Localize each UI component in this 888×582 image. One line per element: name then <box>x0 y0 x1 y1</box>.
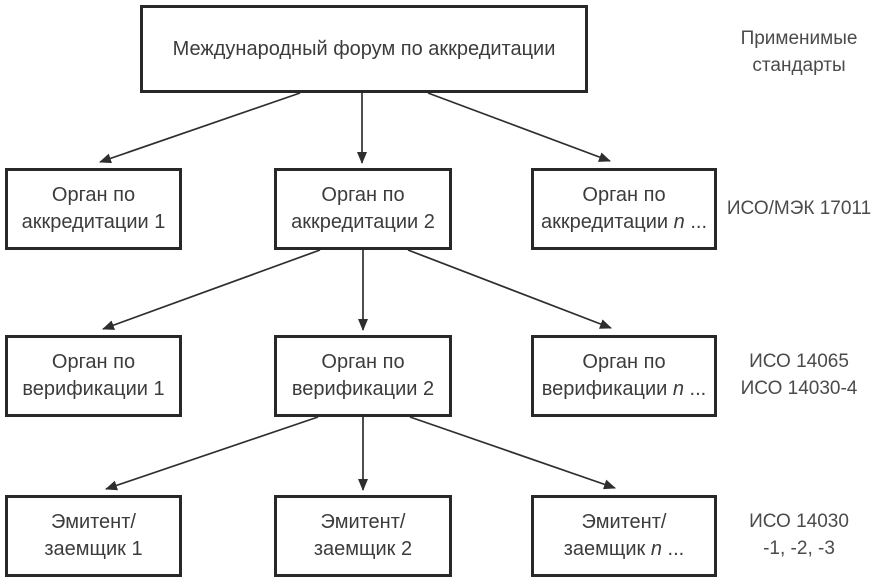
node-label-line1: Эмитент/ <box>51 511 136 533</box>
node-international-forum: Международный форум по аккредитации <box>140 5 588 93</box>
label-standard-verification: ИСО 14065 ИСО 14030-4 <box>740 351 858 399</box>
node-label-line1: Орган по <box>582 351 666 373</box>
node-accreditation-body-1: Орган по аккредитации 1 <box>5 168 182 250</box>
node-issuer-borrower-n: Эмитент/ заемщик n ... <box>531 495 717 577</box>
node-label-line1: Орган по <box>321 184 405 206</box>
node-label-line2: заемщик 1 <box>44 538 143 560</box>
node-label-line2: аккредитации 1 <box>21 211 166 233</box>
label-standard-accreditation: ИСО/МЭК 17011 <box>726 197 872 219</box>
node-label-line2: верификации n ... <box>541 378 707 400</box>
node-label-line1: Орган по <box>51 351 136 373</box>
node-accreditation-body-2: Орган по аккредитации 2 <box>274 168 452 250</box>
label-standard-issuer: ИСО 14030 -1, -2, -3 <box>749 511 849 559</box>
node-accreditation-body-n: Орган по аккредитации n ... <box>531 168 717 250</box>
node-label-line2: аккредитации n ... <box>540 211 708 233</box>
standards-column-header: Применимые стандарты <box>740 28 858 76</box>
node-label-line2: верификации 2 <box>291 378 435 400</box>
node-label-line1: Орган по <box>51 184 136 206</box>
node-verification-body-n: Орган по верификации n ... <box>531 335 717 417</box>
node-label-line1: Орган по <box>582 184 666 206</box>
node-label-line1: Эмитент/ <box>320 511 406 533</box>
node-label-line2: заемщик n ... <box>563 538 685 560</box>
node-label-line2: верификации 1 <box>22 378 165 400</box>
node-verification-body-1: Орган по верификации 1 <box>5 335 182 417</box>
node-label-line2: аккредитации 2 <box>291 211 435 233</box>
node-label-line1: Орган по <box>321 351 405 373</box>
node-issuer-borrower-2: Эмитент/ заемщик 2 <box>274 495 452 577</box>
node-issuer-borrower-1: Эмитент/ заемщик 1 <box>5 495 182 577</box>
node-label: Международный форум по аккредитации <box>172 37 556 60</box>
node-label-line1: Эмитент/ <box>581 511 667 533</box>
node-label-line2: заемщик 2 <box>313 538 413 560</box>
node-verification-body-2: Орган по верификации 2 <box>274 335 452 417</box>
